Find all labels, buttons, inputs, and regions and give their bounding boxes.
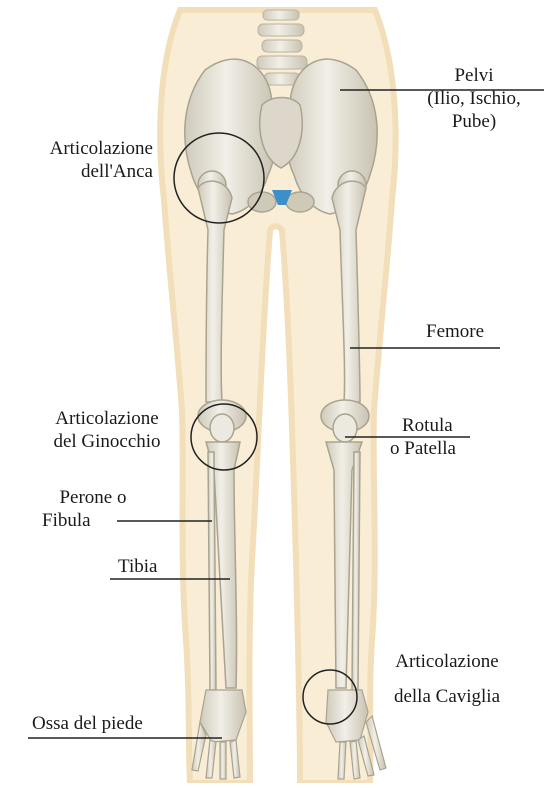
label-pelvis-line2: (Ilio, Ischio,: [404, 87, 544, 110]
label-foot-bones: Ossa del piede: [32, 712, 143, 735]
label-patella-line2: o Patella: [390, 437, 456, 460]
label-fibula-line1: Perone o: [30, 486, 156, 509]
label-ankle-joint: Articolazione della Caviglia: [366, 650, 528, 708]
label-tibia: Tibia: [118, 555, 157, 578]
label-patella: Rotula o Patella: [390, 414, 456, 460]
label-hip-joint-line1: Articolazione: [6, 137, 153, 160]
label-femur-text: Femore: [426, 320, 484, 343]
label-fibula-line2: Fibula: [30, 509, 156, 532]
label-foot-bones-text: Ossa del piede: [32, 712, 143, 735]
label-patella-line1: Rotula: [390, 414, 456, 437]
label-knee-joint-line1: Articolazione: [12, 407, 202, 430]
label-knee-joint-line2: del Ginocchio: [12, 430, 202, 453]
label-pelvis-line1: Pelvi: [404, 64, 544, 87]
label-ankle-joint-line2: della Caviglia: [366, 685, 528, 708]
label-tibia-text: Tibia: [118, 555, 157, 578]
label-fibula: Perone o Fibula: [30, 486, 156, 532]
label-hip-joint-line2: dell'Anca: [6, 160, 153, 183]
label-pelvis-line3: Pube): [404, 110, 544, 133]
label-pelvis: Pelvi (Ilio, Ischio, Pube): [404, 64, 544, 133]
label-hip-joint: Articolazione dell'Anca: [6, 137, 153, 183]
label-knee-joint: Articolazione del Ginocchio: [12, 407, 202, 453]
label-femur: Femore: [426, 320, 484, 343]
label-ankle-joint-line1: Articolazione: [366, 650, 528, 673]
tibia-fibula-bones: [206, 442, 362, 690]
